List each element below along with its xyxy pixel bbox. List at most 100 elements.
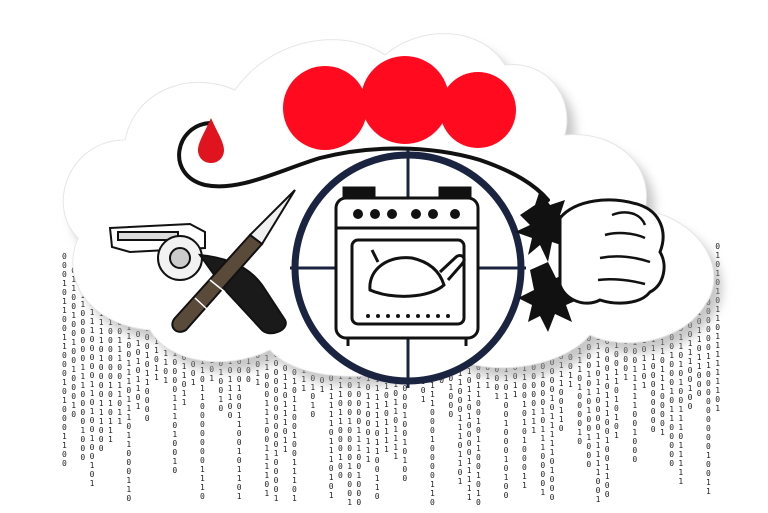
- binary-digit: 1: [329, 437, 334, 446]
- binary-digit: 1: [522, 418, 527, 427]
- binary-digit: 0: [375, 492, 380, 501]
- binary-digit: 1: [71, 275, 76, 284]
- binary-digit: 1: [80, 372, 85, 381]
- binary-digit: 0: [540, 452, 545, 461]
- binary-digit: 0: [99, 363, 104, 372]
- binary-digit: 0: [90, 398, 95, 407]
- binary-digit: 1: [605, 391, 610, 400]
- fuse-line: [177, 121, 550, 202]
- binary-digit: 0: [596, 396, 601, 405]
- binary-digit: 1: [172, 403, 177, 412]
- binary-digit: 1: [715, 314, 720, 323]
- binary-digit: 0: [108, 372, 113, 381]
- binary-digit: 1: [550, 448, 555, 457]
- binary-digit: 0: [467, 403, 472, 412]
- binary-digit: 1: [715, 368, 720, 377]
- binary-digit: 1: [338, 453, 343, 462]
- blood-drop-icon: [198, 118, 224, 163]
- binary-digit: 0: [402, 393, 407, 402]
- binary-digit: 0: [522, 409, 527, 418]
- binary-digit: 1: [126, 377, 131, 386]
- binary-digit: 0: [596, 405, 601, 414]
- binary-digit: 0: [614, 404, 619, 413]
- binary-digit: 0: [71, 320, 76, 329]
- binary-digit: 0: [366, 410, 371, 419]
- binary-digit: 1: [126, 413, 131, 422]
- binary-digit: 0: [117, 363, 122, 372]
- binary-digit: 0: [688, 393, 693, 402]
- binary-digit: 0: [347, 471, 352, 480]
- binary-digit: 1: [393, 425, 398, 434]
- binary-digit: 1: [90, 407, 95, 416]
- binary-digit: 1: [393, 407, 398, 416]
- binary-digit: 0: [402, 420, 407, 429]
- binary-digit: 0: [467, 448, 472, 457]
- binary-digit: 1: [605, 436, 610, 445]
- binary-digit: 1: [255, 369, 260, 378]
- binary-digit: 1: [458, 450, 463, 459]
- binary-digit: 0: [715, 242, 720, 251]
- binary-digit: 1: [596, 351, 601, 360]
- binary-digit: 0: [540, 416, 545, 425]
- binary-digit: 1: [559, 406, 564, 415]
- binary-digit: 1: [117, 354, 122, 363]
- binary-digit: 1: [117, 336, 122, 345]
- binary-digit: 1: [596, 441, 601, 450]
- binary-digit: 1: [301, 384, 306, 393]
- binary-digit: 1: [228, 393, 233, 402]
- binary-digit: 0: [632, 455, 637, 464]
- binary-digit: 0: [90, 335, 95, 344]
- binary-digit: 1: [522, 400, 527, 409]
- binary-digit: 0: [430, 426, 435, 435]
- binary-digit: 1: [154, 373, 159, 382]
- binary-digit: 1: [126, 440, 131, 449]
- binary-digit: 1: [568, 380, 573, 389]
- binary-digit: 0: [126, 386, 131, 395]
- binary-digit: 1: [706, 487, 711, 496]
- binary-digit: 1: [504, 419, 509, 428]
- binary-digit: 0: [402, 402, 407, 411]
- binary-digit: 1: [375, 420, 380, 429]
- binary-digit: 0: [669, 441, 674, 450]
- binary-digit: 0: [522, 427, 527, 436]
- binary-digit: 0: [145, 396, 150, 405]
- binary-digit: 0: [292, 485, 297, 494]
- binary-digit: 0: [421, 386, 426, 395]
- binary-digit: 1: [504, 374, 509, 383]
- binary-digit: 0: [99, 444, 104, 453]
- binary-digit: 0: [706, 388, 711, 397]
- binary-digit: 0: [366, 419, 371, 428]
- binary-digit: 0: [292, 413, 297, 422]
- binary-digit: 1: [80, 300, 85, 309]
- binary-digit: 1: [577, 428, 582, 437]
- binary-digit: 1: [393, 443, 398, 452]
- binary-digit: 0: [126, 449, 131, 458]
- binary-digit: 0: [347, 444, 352, 453]
- binary-digit: 1: [329, 455, 334, 464]
- binary-digit: 1: [136, 375, 141, 384]
- binary-digit: 0: [669, 432, 674, 441]
- binary-digit: 0: [62, 405, 67, 414]
- binary-digit: 1: [476, 444, 481, 453]
- binary-digit: 1: [540, 407, 545, 416]
- binary-digit: 0: [338, 444, 343, 453]
- binary-digit: 1: [237, 474, 242, 483]
- binary-digit: 0: [605, 490, 610, 499]
- binary-digit: 0: [476, 408, 481, 417]
- binary-digit: 1: [402, 438, 407, 447]
- binary-digit: 0: [90, 425, 95, 434]
- binary-digit: 0: [218, 377, 223, 386]
- binary-digit: 1: [614, 395, 619, 404]
- binary-digit: 0: [586, 424, 591, 433]
- binary-digit: 0: [476, 426, 481, 435]
- binary-digit: 1: [467, 475, 472, 484]
- binary-digit: 0: [356, 453, 361, 462]
- binary-digit: 0: [62, 369, 67, 378]
- binary-digit: 0: [678, 351, 683, 360]
- binary-digit: 1: [430, 489, 435, 498]
- binary-digit: 0: [669, 369, 674, 378]
- binary-digit: 0: [430, 462, 435, 471]
- binary-digit: 1: [430, 381, 435, 390]
- binary-digit: 1: [531, 417, 536, 426]
- binary-digit: 1: [136, 339, 141, 348]
